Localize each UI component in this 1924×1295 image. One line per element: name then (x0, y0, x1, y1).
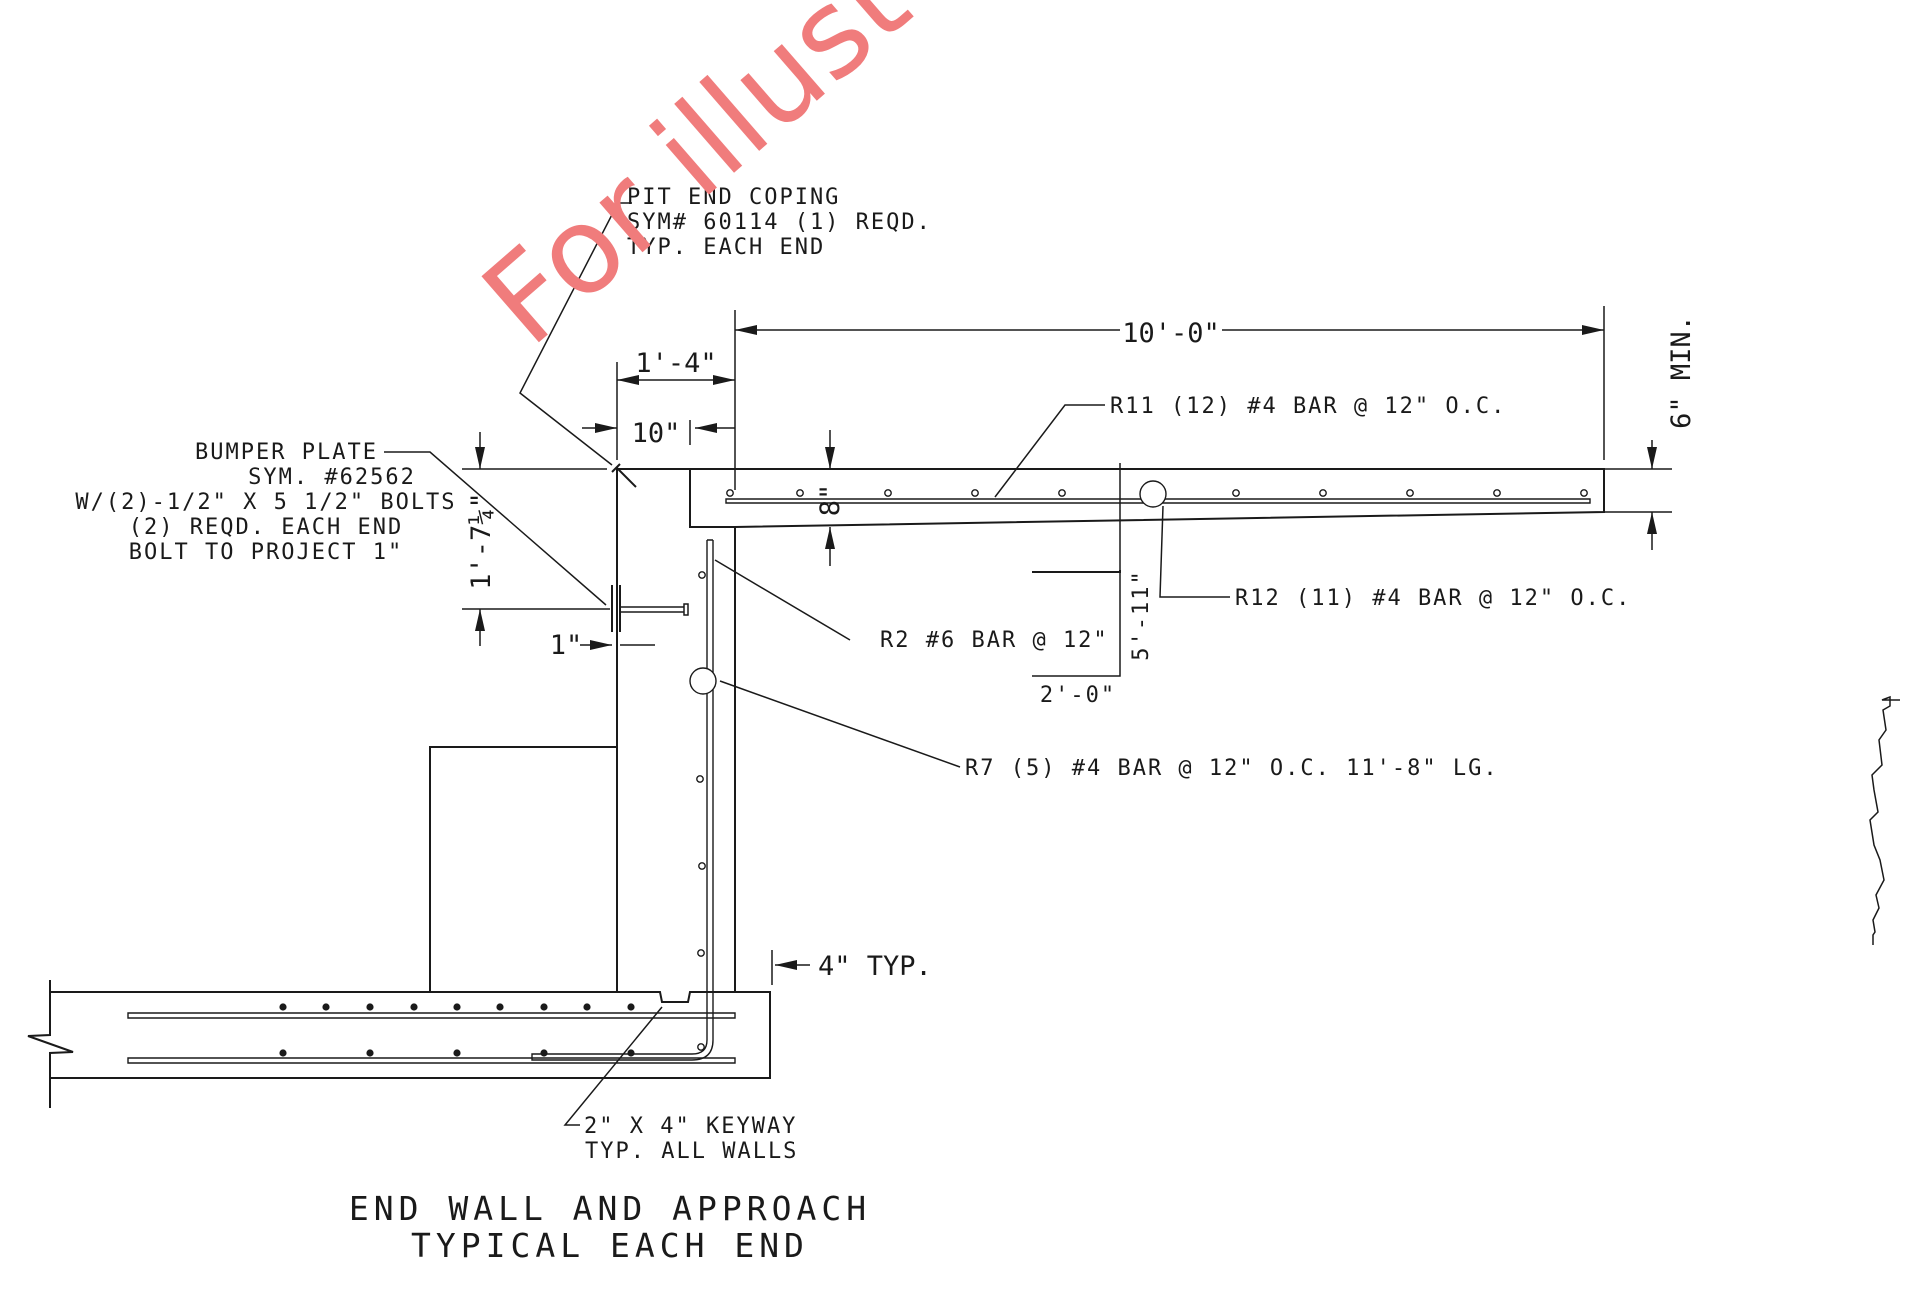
typ-4in-note: 4" TYP. (818, 951, 932, 982)
dim-r2-foot: 2'-0" (1040, 683, 1116, 708)
approach-bottom-rebar-dot (540, 1049, 548, 1057)
r11-note: R11 (12) #4 BAR @ 12" O.C. (1110, 394, 1506, 419)
slab-rebar-r12-dot (796, 489, 804, 497)
dim-bumper-height: 1'-7¼" (466, 492, 497, 590)
leader-lines (384, 202, 1230, 1126)
approach-bottom-rebar-dot (627, 1049, 635, 1057)
approach-top-rebar-dot (322, 1003, 330, 1011)
approach-slab-outline (50, 991, 771, 1079)
approach-bottom-rebar-dot (453, 1049, 461, 1057)
approach-top-rebar (127, 1012, 736, 1019)
dimension-arrowheads (475, 325, 1657, 970)
coping-note-line1: PIT END COPING (627, 185, 840, 210)
bumper-note-line5: BOLT TO PROJECT 1" (129, 540, 403, 565)
approach-top-rebar-dot (540, 1003, 548, 1011)
approach-top-rebar-dot (279, 1003, 287, 1011)
drawing-title-line1: END WALL AND APPROACH (349, 1189, 871, 1228)
slab-rebar-r12-dot (1580, 489, 1588, 497)
slab-rebar-r12-dot (726, 489, 734, 497)
slab-rebar-r12-dot (1058, 489, 1066, 497)
drawing-title-line2: TYPICAL EACH END (411, 1226, 809, 1265)
wall-rebar-r7-dot (697, 949, 705, 957)
bumper-note-line3: W/(2)-1/2" X 5 1/2" BOLTS (75, 490, 456, 515)
cantilever-slab-outline (617, 468, 1605, 528)
end-wall-outline (616, 468, 736, 992)
wall-rebar-r7-dot (698, 571, 706, 579)
approach-top-rebar-dot (627, 1003, 635, 1011)
approach-top-rebar-dot (410, 1003, 418, 1011)
wall-rebar-r7-dot (698, 862, 706, 870)
keyway-note-line2: TYP. ALL WALLS (585, 1139, 798, 1164)
coping-note-line2: SYM# 60114 (1) REQD. (627, 210, 932, 235)
wall-rebar-r7-dot (697, 1043, 705, 1051)
keyway-note-line1: 2" X 4" KEYWAY (584, 1114, 797, 1139)
dim-r2-leg: 5'-11" (1129, 569, 1154, 660)
bumper-note-line4: (2) REQD. EACH END (129, 515, 403, 540)
coping-note-line3: TYP. EACH END (627, 235, 825, 260)
adjacent-profile-edge (1869, 695, 1900, 945)
watermark: For illust (458, 0, 935, 372)
approach-bottom-rebar-dot (279, 1049, 287, 1057)
approach-top-rebar-dot (496, 1003, 504, 1011)
r12-note: R12 (11) #4 BAR @ 12" O.C. (1235, 586, 1631, 611)
coping-corner (611, 463, 637, 488)
dim-slab: 8" (815, 484, 846, 517)
dim-wall: 10" (632, 418, 681, 449)
approach-top-rebar-dot (453, 1003, 461, 1011)
slab-rebar-r12-dot (1232, 489, 1240, 497)
wall-rebar-r2 (706, 539, 714, 1040)
r7-callout-circle (689, 667, 717, 695)
wall-rebar-r2-hook (531, 1039, 714, 1061)
slab-rebar-r11 (725, 498, 1591, 504)
r7-note: R7 (5) #4 BAR @ 12" O.C. 11'-8" LG. (965, 756, 1499, 781)
bumper-note-line2: SYM. #62562 (248, 465, 416, 490)
r12-callout-circle (1139, 480, 1167, 508)
slab-rebar-r12-dot (1406, 489, 1414, 497)
approach-bottom-rebar-dot (366, 1049, 374, 1057)
slab-rebar-r12-dot (1319, 489, 1327, 497)
slab-rebar-r12-dot (1493, 489, 1501, 497)
dim-span: 10'-0" (1122, 318, 1220, 349)
dim-slab-min: 6" MIN. (1666, 315, 1697, 429)
dim-wall-top: 1'-4" (635, 348, 716, 379)
bumper-note-line1: BUMPER PLATE (195, 440, 378, 465)
break-line (27, 980, 74, 1108)
slab-rebar-r12-dot (884, 489, 892, 497)
approach-top-rebar-dot (583, 1003, 591, 1011)
approach-bottom-rebar (127, 1057, 736, 1064)
bumper-bolt (619, 603, 689, 616)
wall-rebar-r7-dot (696, 775, 704, 783)
slab-rebar-r12-dot (971, 489, 979, 497)
dim-bumper-offset: 1" (550, 630, 583, 661)
back-wall-outline (429, 746, 617, 992)
approach-top-rebar-dot (366, 1003, 374, 1011)
r2-note: R2 #6 BAR @ 12" (880, 628, 1109, 653)
